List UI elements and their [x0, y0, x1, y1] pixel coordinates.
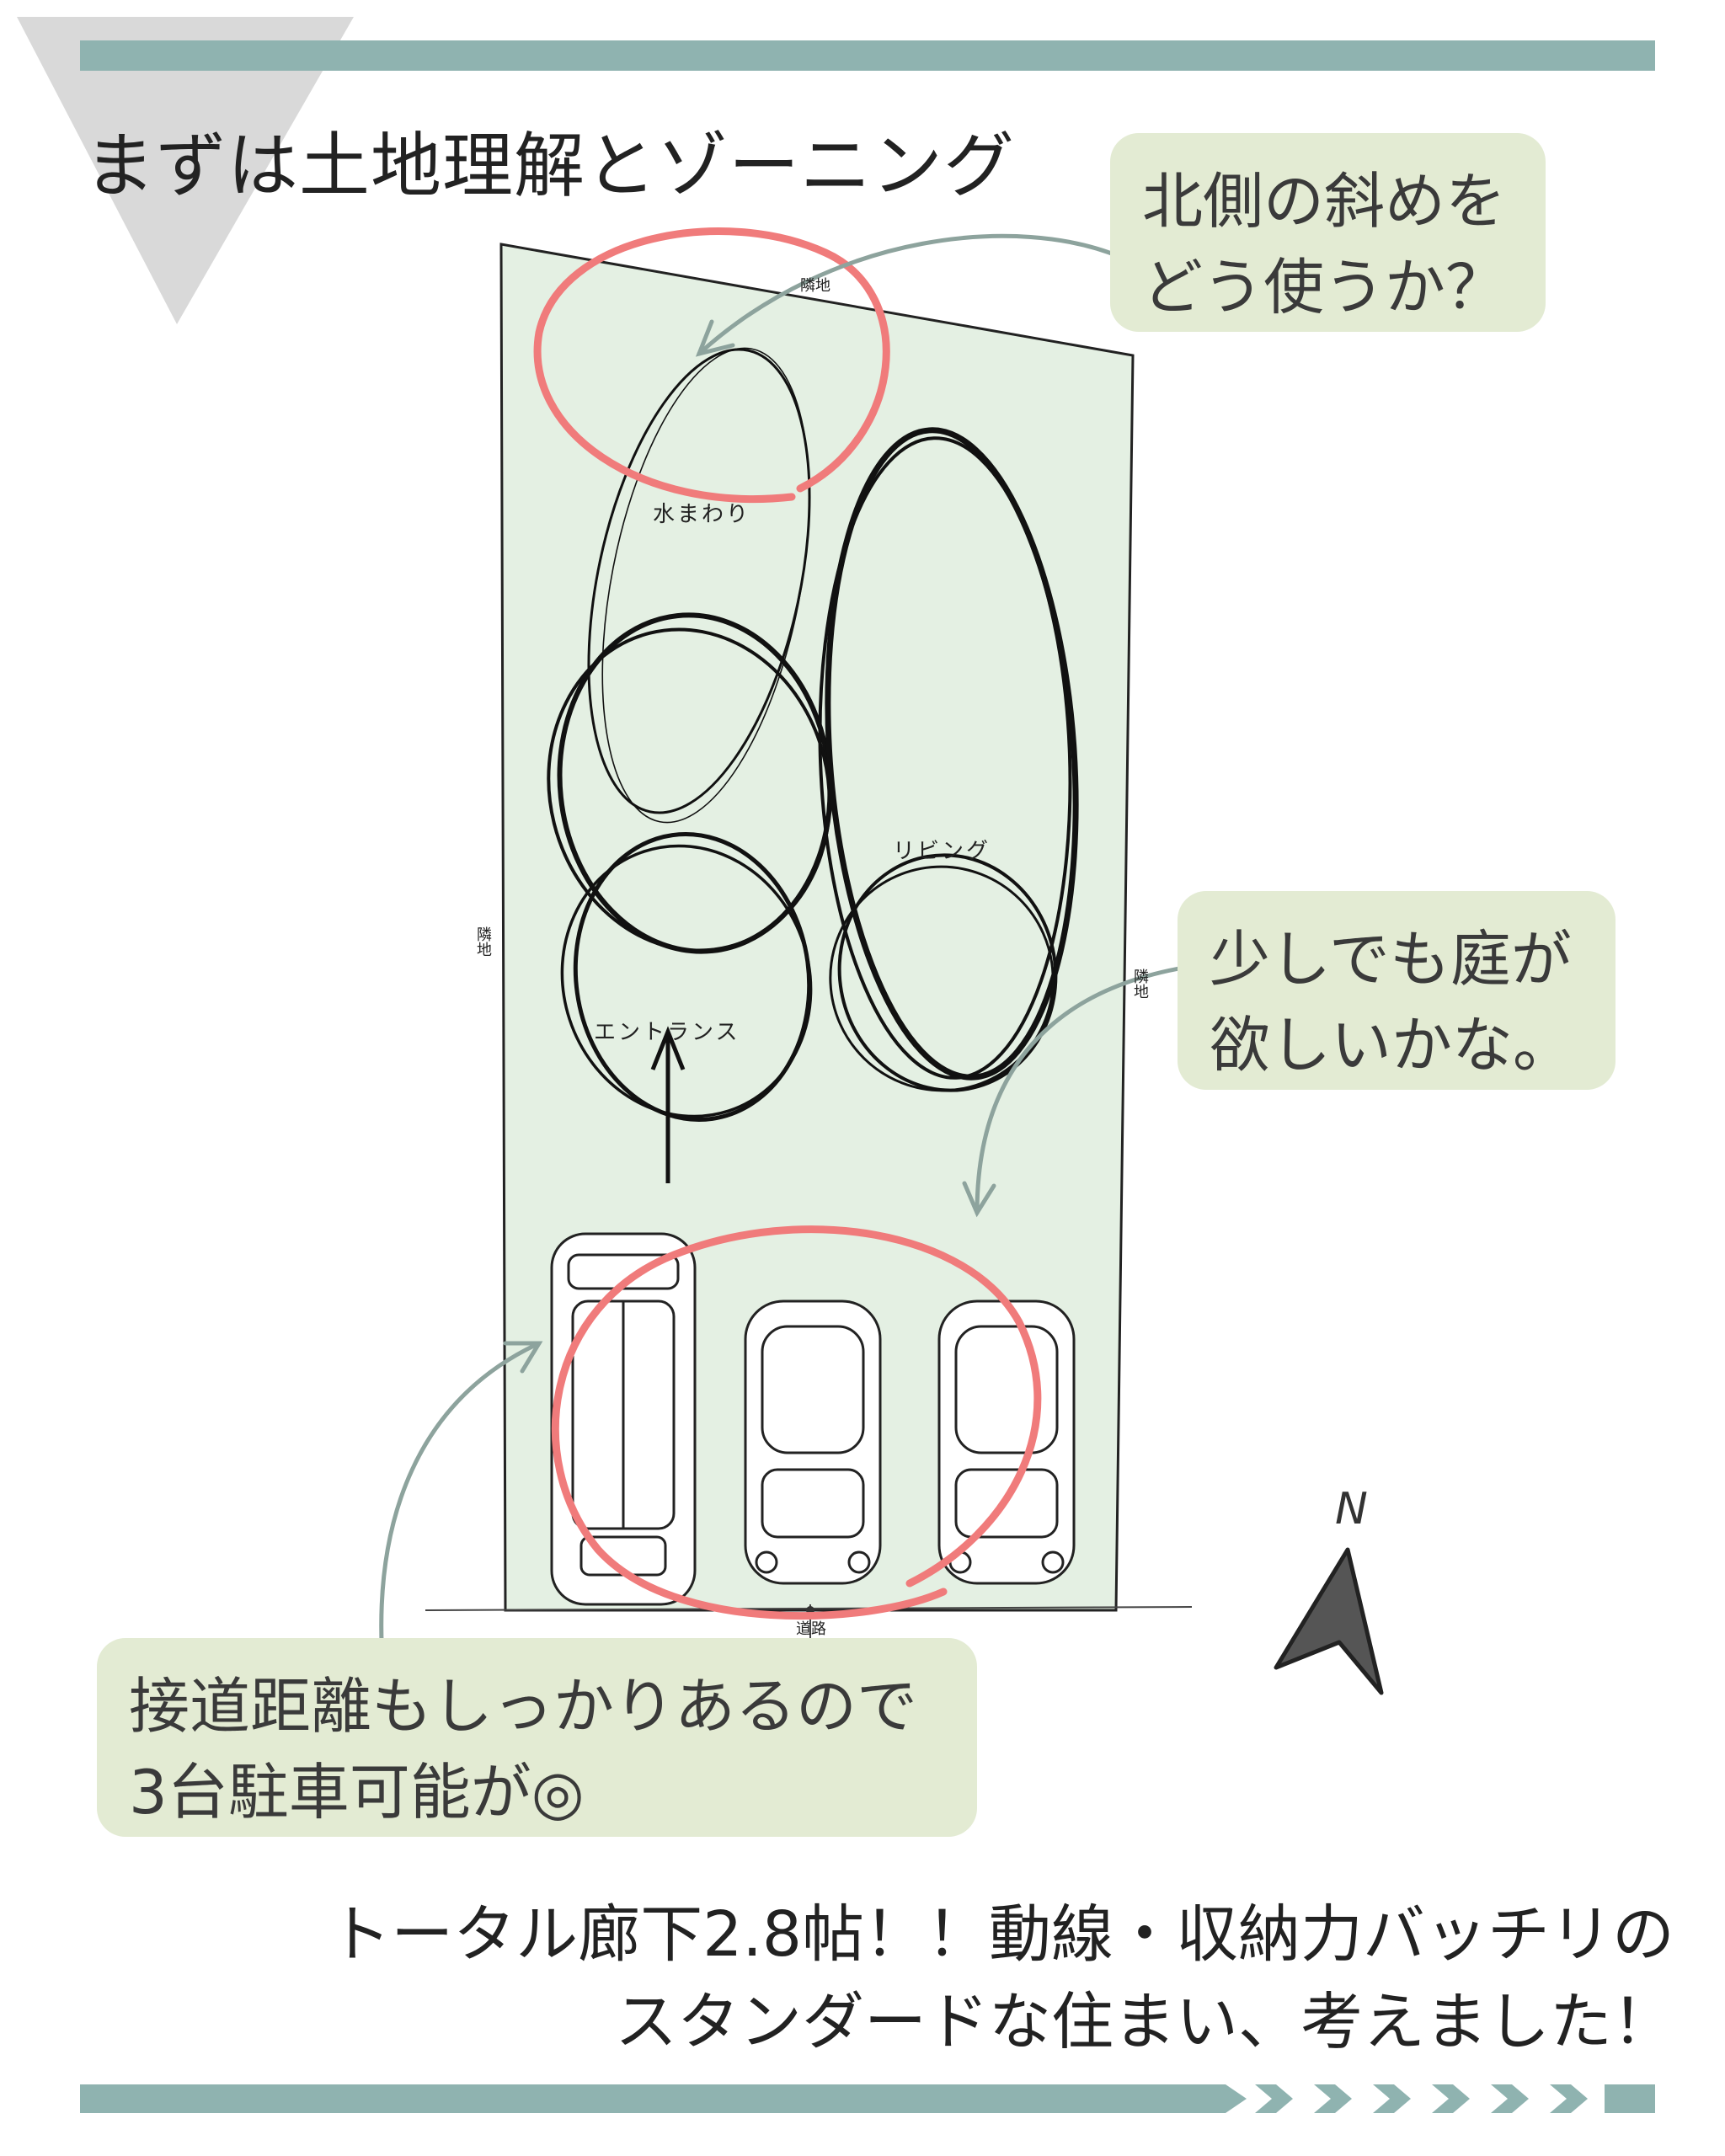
neighbor-label-left: 隣地 — [474, 926, 492, 957]
highlight-parking-circle — [551, 1225, 1042, 1620]
top-band — [80, 40, 1655, 71]
footer-text: トータル廊下2.8帖！！動線・収納力バッチリの スタンダードな住まい、考えました… — [328, 1891, 1674, 2066]
page-title: まずは土地理解とゾーニング — [84, 125, 1016, 207]
north-label: N — [1335, 1484, 1368, 1534]
bottom-band — [80, 2084, 1226, 2113]
zone-label-living: リビング — [893, 839, 991, 864]
car-icon — [550, 1232, 697, 1606]
footer-line: トータル廊下2.8帖！！動線・収納力バッチリの — [328, 1898, 1674, 1971]
zone-label-entrance: エントランス — [594, 1020, 740, 1045]
car-icon — [937, 1299, 1076, 1585]
callout-line: 少しでも庭が — [1210, 924, 1572, 995]
corner-triangle — [17, 17, 354, 324]
band-arrow-tip — [1226, 2084, 1247, 2113]
zone-entrance-circle — [560, 832, 813, 1122]
callout-line: 接道距離もしっかりあるので — [129, 1671, 918, 1742]
footer-line: スタンダードな住まい、考えました！ — [615, 1986, 1674, 2058]
zone-label-water: 水まわり — [653, 502, 751, 527]
callout-arrow-north — [695, 233, 1123, 357]
entrance-arrow-head — [650, 1026, 686, 1070]
zone-garden-circle — [829, 853, 1058, 1092]
callout-north-slope: 北側の斜めを どう使うか？ — [1110, 133, 1546, 332]
callout-line: どう使うか？ — [1142, 252, 1507, 323]
neighbor-label-right: 隣地 — [1131, 969, 1149, 999]
car-icon — [744, 1299, 882, 1585]
callout-line: 北側の斜めを — [1142, 166, 1507, 237]
neighbor-label-top: 隣地 — [800, 277, 830, 295]
callout-garden: 少しでも庭が 欲しいかな。 — [1178, 891, 1616, 1090]
zone-living-circle — [818, 427, 1079, 1081]
callout-arrow-parking — [379, 1341, 543, 1674]
highlight-north-circle — [533, 227, 890, 504]
road-label: 道路 — [796, 1620, 826, 1638]
band-chevrons — [1255, 2084, 1655, 2113]
callout-arrow-garden — [962, 966, 1182, 1218]
callout-line: 3台駐車可能が◎ — [129, 1757, 585, 1828]
compass-arrow-icon — [1274, 1547, 1384, 1695]
callout-line: 欲しいかな。 — [1210, 1010, 1574, 1081]
zone-water-circle — [587, 347, 811, 824]
callout-parking: 接道距離もしっかりあるので 3台駐車可能が◎ — [97, 1638, 977, 1837]
